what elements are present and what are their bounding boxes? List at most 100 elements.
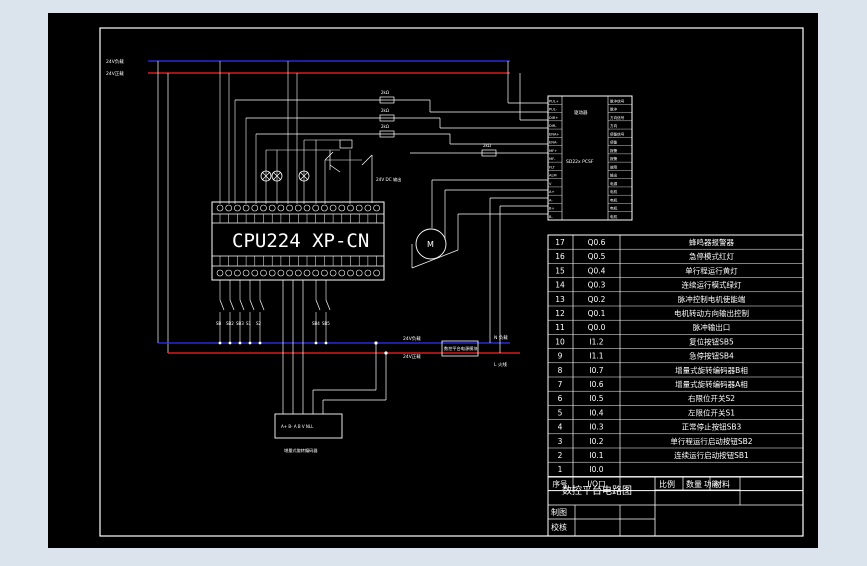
plc-top-terminal [268, 204, 276, 212]
checked-label: 校核 [551, 522, 567, 532]
driver-left-terminal-label: PUL+ [549, 99, 559, 103]
driver-right-terminal-label: 故障 [610, 164, 618, 169]
qty-label: 数量 [686, 479, 702, 489]
io-row-function: 脉冲输出口 [693, 322, 731, 332]
driver-left-terminal-label: DIR+ [549, 116, 558, 120]
driver-left-terminal-label: B- [549, 215, 553, 219]
rotary-encoder: A+ B- A B V NLL 增量式旋转编码器 [274, 280, 388, 454]
io-row-no: 3 [558, 437, 563, 446]
driver-left-terminal-label: ENA+ [549, 132, 559, 136]
io-row-port: Q0.1 [588, 309, 606, 318]
io-row-no: 16 [555, 252, 565, 261]
io-row-no: 5 [558, 408, 563, 417]
io-row-function: 增量式旋转编码器B相 [675, 365, 748, 375]
material-label: 材料 [714, 479, 730, 489]
io-row-function: 左限位开关S1 [688, 407, 735, 417]
motor-circle [415, 228, 447, 260]
io-row-function: 脉冲控制电机使能端 [678, 294, 746, 304]
io-row-port: I0.7 [589, 366, 603, 375]
io-row-function: 连续运行启动按钮SB1 [674, 450, 749, 460]
driver-left-terminal-label: DIR- [549, 124, 557, 128]
plc-top-terminal [329, 204, 337, 212]
plc-bottom-terminal [286, 269, 293, 277]
io-row-no: 15 [555, 266, 565, 275]
io-row-port: I0.5 [589, 394, 603, 403]
driver-left-terminal-label: B+ [549, 207, 554, 211]
plc-bottom-terminal [312, 269, 320, 277]
driver-right-terminal-label: 电机 [610, 214, 618, 219]
switch-label: SB2 [226, 321, 234, 326]
driver-left-terminal-label: MF- [549, 157, 556, 161]
plc-bottom-terminal [216, 269, 224, 277]
io-table-row: 16 Q0.5 急停模式红灯 [555, 251, 734, 261]
driver-right-terminal-label: 使能 [610, 140, 618, 145]
io-row-function: 正常停止按钮SB3 [682, 422, 742, 432]
io-row-no: 13 [555, 295, 565, 304]
io-header-function: 功能 [704, 478, 719, 488]
drawn-label: 制图 [551, 507, 567, 517]
resistor-2 [379, 114, 395, 122]
plc-top-terminals [216, 204, 380, 223]
plc-bottom-terminal [329, 269, 337, 277]
svg-text:2kΩ: 2kΩ [381, 90, 389, 95]
io-row-no: 9 [558, 352, 563, 361]
plc-bottom-terminal [347, 269, 354, 277]
io-row-function: 复位按钮SB5 [689, 336, 734, 346]
driver-left-terminal-label: A- [549, 198, 553, 202]
io-row-no: 12 [555, 309, 565, 318]
driver-left-terminal-label: MF+ [549, 149, 557, 153]
io-row-port: Q0.2 [588, 295, 606, 304]
plc-top-terminal [294, 204, 302, 212]
io-row-function: 单行程运行黄灯 [685, 265, 738, 275]
io-row-function: 急停模式红灯 [689, 251, 734, 261]
plc-top-terminal [286, 204, 293, 212]
io-table-row: 15 Q0.4 单行程运行黄灯 [555, 265, 738, 275]
title-block: 数控平台电路图 比例 数量 材料 制图 校核 [547, 476, 804, 537]
resistors: 2kΩ 2kΩ 2kΩ 2kΩ [235, 90, 548, 157]
switch-label: S1 [246, 321, 252, 326]
lamp-red [260, 170, 272, 182]
io-row-port: Q0.5 [588, 252, 606, 261]
io-row-no: 7 [558, 380, 563, 389]
switch-contact [219, 299, 225, 311]
power-module-label: 数控平台电源模块 [444, 345, 478, 352]
plc-model: CPU224 XP-CN [232, 230, 369, 252]
io-row-port: Q0.6 [588, 238, 606, 247]
lamp-green [298, 170, 310, 182]
switch-contact [249, 299, 255, 311]
plc-bottom-terminal [242, 269, 250, 277]
io-row-port: Q0.3 [588, 281, 606, 290]
plc-top-terminal [364, 204, 372, 212]
io-row-port: Q0.4 [588, 266, 606, 275]
plc-top-terminal [216, 204, 224, 212]
plc-bottom-terminal [338, 269, 346, 277]
plc-top-terminal [260, 204, 267, 212]
io-row-no: 2 [558, 451, 563, 460]
io-row-port: I0.3 [589, 423, 603, 432]
resistor-4 [481, 149, 497, 157]
svg-text:2kΩ: 2kΩ [381, 108, 389, 113]
io-row-function: 增量式旋转编码器A相 [675, 379, 748, 389]
plc-top-terminal [251, 204, 259, 212]
switch-label: SB3 [236, 321, 244, 326]
svg-text:2kΩ: 2kΩ [483, 143, 491, 148]
power-module-box [441, 340, 479, 357]
io-table-row: 13 Q0.2 脉冲控制电机使能端 [555, 294, 746, 304]
driver-right-terminal-label: 电机 [610, 197, 618, 202]
io-row-port: I0.1 [589, 451, 603, 460]
plc-bottom-terminal [364, 269, 372, 277]
indicator-lamps [260, 170, 310, 182]
driver-left-terminal-label: ALM [549, 174, 557, 178]
io-row-port: I1.2 [589, 337, 603, 346]
